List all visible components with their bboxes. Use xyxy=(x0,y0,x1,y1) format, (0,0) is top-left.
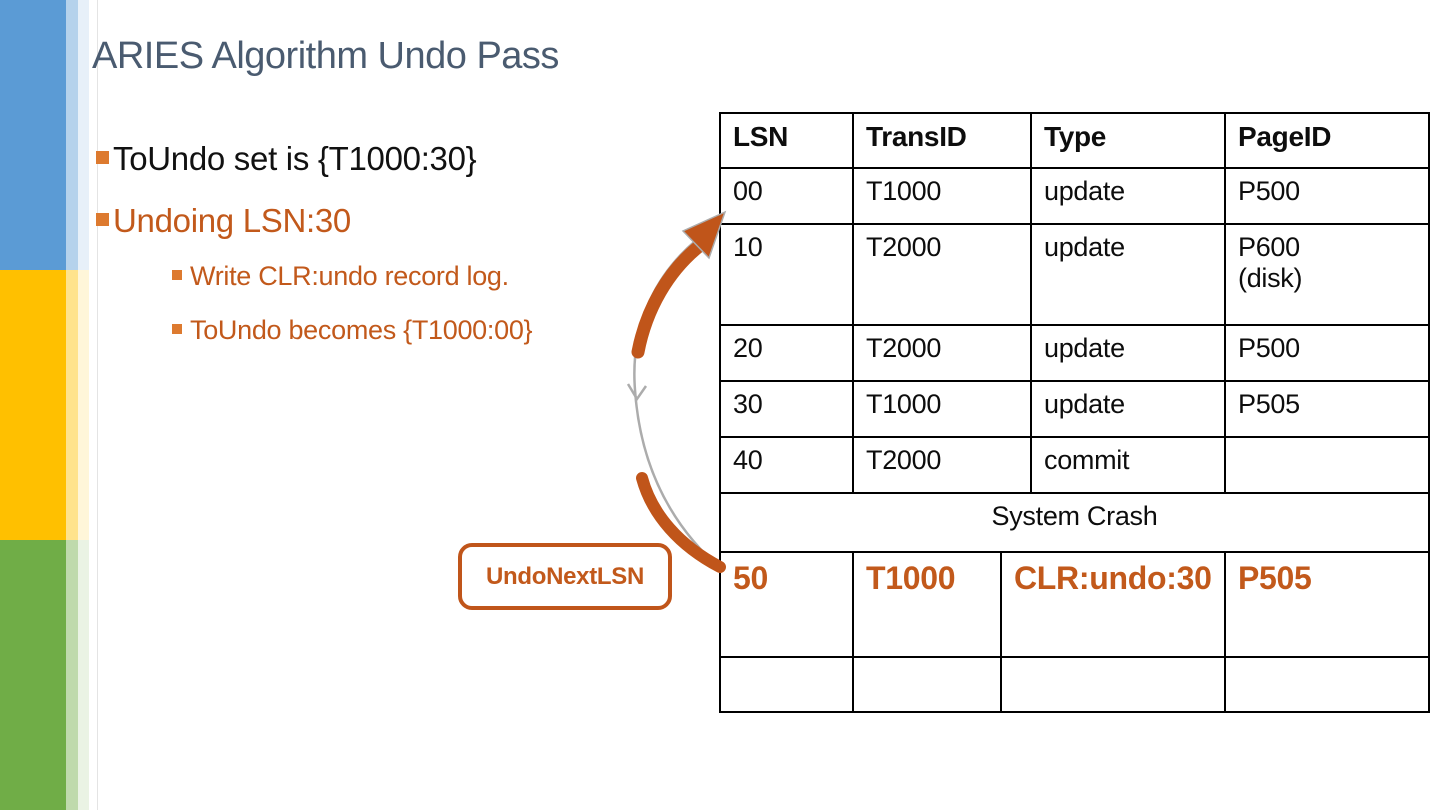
table-header-row: LSN TransID Type PageID xyxy=(719,112,1430,169)
cell-pageid: P505 xyxy=(1224,380,1430,438)
sidebar-tint-yellow xyxy=(66,270,78,540)
bullet-undoing-lsn: Undoing LSN:30 xyxy=(113,202,351,239)
table-row: 20 T2000 update P500 xyxy=(719,324,1430,382)
cell-pageid xyxy=(1224,436,1430,494)
bullet-square-icon xyxy=(96,151,109,164)
sidebar-tint-blue xyxy=(66,0,78,270)
empty-cell xyxy=(852,657,1002,713)
undonextlsn-callout: UndoNextLSN xyxy=(458,543,672,610)
table-row: 00 T1000 update P500 xyxy=(719,167,1430,225)
cell-lsn: 30 xyxy=(719,380,854,438)
sub-bullet-write-clr: Write CLR:undo record log. xyxy=(190,261,509,291)
log-table-top: LSN TransID Type PageID 00 T1000 update … xyxy=(719,112,1430,553)
cell-lsn: 10 xyxy=(719,223,854,326)
sidebar-tint-green xyxy=(66,540,78,810)
cell-type: update xyxy=(1030,324,1226,382)
cell-transid: T2000 xyxy=(852,223,1032,326)
cell-lsn: 50 xyxy=(719,553,854,658)
cell-type: commit xyxy=(1030,436,1226,494)
cell-pageid: P500 xyxy=(1224,167,1430,225)
cell-lsn: 20 xyxy=(719,324,854,382)
cell-pageid: P505 xyxy=(1224,553,1430,658)
column-header-lsn: LSN xyxy=(719,112,854,169)
table-row: 40 T2000 commit xyxy=(719,436,1430,494)
sidebar-tint2-green xyxy=(78,540,89,810)
column-header-pageid: PageID xyxy=(1224,112,1430,169)
bullet-square-icon xyxy=(172,324,182,334)
cell-pageid: P500 xyxy=(1224,324,1430,382)
system-crash-label: System Crash xyxy=(719,492,1430,553)
empty-cell xyxy=(1224,657,1430,713)
cell-transid: T1000 xyxy=(852,380,1032,438)
cell-lsn: 40 xyxy=(719,436,854,494)
arrow-gray-curve xyxy=(633,226,723,571)
table-row: 10 T2000 update P600 (disk) xyxy=(719,223,1430,326)
clr-highlight-row: 50 T1000 CLR:undo:30 P505 xyxy=(719,553,1430,658)
sidebar-block-yellow xyxy=(0,270,66,540)
sidebar-block-green xyxy=(0,540,66,810)
bullet-toundo-set: ToUndo set is {T1000:30} xyxy=(113,140,477,177)
cell-type: update xyxy=(1030,380,1226,438)
cell-type: CLR:undo:30 xyxy=(1000,553,1226,658)
column-header-type: Type xyxy=(1030,112,1226,169)
cell-lsn: 00 xyxy=(719,167,854,225)
gray-arrowhead-icon xyxy=(626,383,648,402)
sub-bullet-toundo-becomes: ToUndo becomes {T1000:00} xyxy=(190,315,533,345)
empty-cell xyxy=(1000,657,1226,713)
log-table-bottom: 50 T1000 CLR:undo:30 P505 xyxy=(719,553,1430,713)
slide-title: ARIES Algorithm Undo Pass xyxy=(92,35,559,77)
bullet-square-icon xyxy=(172,270,182,280)
cell-pageid: P600 (disk) xyxy=(1224,223,1430,326)
sidebar-block-blue xyxy=(0,0,66,270)
cell-transid: T2000 xyxy=(852,324,1032,382)
cell-type: update xyxy=(1030,167,1226,225)
column-header-transid: TransID xyxy=(852,112,1032,169)
sidebar-divider-line xyxy=(97,0,98,810)
log-records-table: LSN TransID Type PageID 00 T1000 update … xyxy=(719,112,1430,713)
cell-type: update xyxy=(1030,223,1226,326)
cell-transid: T1000 xyxy=(852,553,1002,658)
arrow-orange-top xyxy=(631,237,709,359)
undonextlsn-label: UndoNextLSN xyxy=(485,562,645,590)
cell-transid: T2000 xyxy=(852,436,1032,494)
sidebar-tint2-blue xyxy=(78,0,89,270)
cell-transid: T1000 xyxy=(852,167,1032,225)
system-crash-row: System Crash xyxy=(719,492,1430,553)
empty-cell xyxy=(719,657,854,713)
empty-row xyxy=(719,657,1430,713)
bullet-square-icon xyxy=(96,213,109,226)
table-row: 30 T1000 update P505 xyxy=(719,380,1430,438)
sidebar-tint2-yellow xyxy=(78,270,89,540)
